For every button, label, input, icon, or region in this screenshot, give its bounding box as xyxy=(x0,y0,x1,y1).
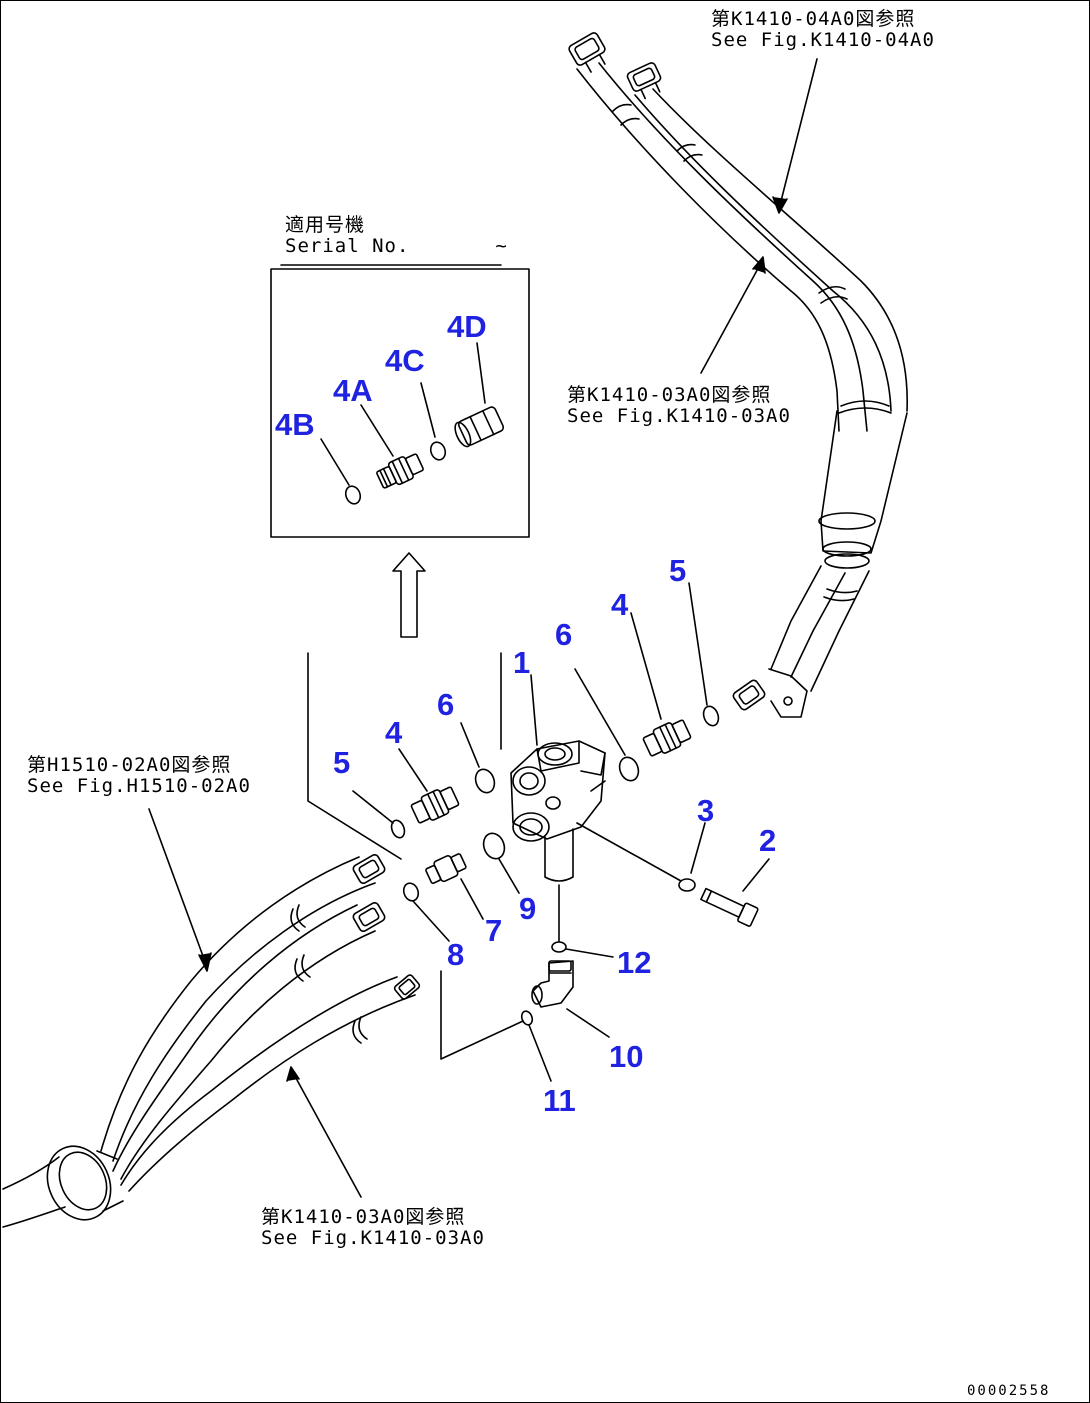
serial-box-en: Serial No. xyxy=(285,235,410,257)
callout-5-left: 5 xyxy=(333,745,351,780)
ref-h1510-02a0-en: See Fig.H1510-02A0 xyxy=(27,775,251,797)
callout-4a: 4A xyxy=(333,373,373,408)
serial-inset xyxy=(270,264,530,538)
ref-k1410-03a0-upper: 第K1410-03A0図参照 See Fig.K1410-03A0 xyxy=(567,385,791,427)
ref-k1410-04a0: 第K1410-04A0図参照 See Fig.K1410-04A0 xyxy=(711,9,935,51)
ref-k1410-03a0-lower-jp: 第K1410-03A0図参照 xyxy=(261,1206,466,1228)
callout-5-right: 5 xyxy=(669,553,687,588)
valve-block xyxy=(510,740,614,958)
callout-12: 12 xyxy=(617,945,652,980)
upper-hose-assembly xyxy=(568,32,908,718)
serial-box-jp: 適用号機 xyxy=(285,214,366,236)
ref-k1410-03a0-lower: 第K1410-03A0図参照 See Fig.K1410-03A0 xyxy=(261,1207,485,1249)
ref-h1510-02a0-jp: 第H1510-02A0図参照 xyxy=(27,754,232,776)
detail-arrow xyxy=(392,552,426,638)
callout-6-right: 6 xyxy=(555,617,573,652)
callout-6-left: 6 xyxy=(437,687,455,722)
serial-box-en-row: Serial No. ~ xyxy=(285,236,508,257)
callout-1: 1 xyxy=(513,645,531,680)
ref-k1410-03a0-upper-jp: 第K1410-03A0図参照 xyxy=(567,384,772,406)
callout-9: 9 xyxy=(519,891,537,926)
callout-4b: 4B xyxy=(275,407,315,442)
bolt-assembly xyxy=(576,822,770,927)
callout-2: 2 xyxy=(759,823,777,858)
reference-leaders-lower xyxy=(148,808,362,1198)
callout-7: 7 xyxy=(485,913,503,948)
right-fittings xyxy=(530,582,720,782)
detail-bracket xyxy=(307,652,502,860)
elbow-assembly xyxy=(440,960,610,1082)
ref-k1410-03a0-lower-en: See Fig.K1410-03A0 xyxy=(261,1227,485,1249)
callout-3: 3 xyxy=(697,793,715,828)
lower-hose-assembly xyxy=(2,854,421,1228)
ref-h1510-02a0: 第H1510-02A0図参照 See Fig.H1510-02A0 xyxy=(27,755,251,797)
ref-k1410-04a0-en: See Fig.K1410-04A0 xyxy=(711,29,935,51)
callout-4d: 4D xyxy=(447,309,487,344)
serial-box-title: 適用号機 Serial No. ~ xyxy=(285,215,508,257)
callout-4-right: 4 xyxy=(611,587,629,622)
reference-leaders-upper xyxy=(700,58,818,374)
callout-11: 11 xyxy=(543,1083,576,1118)
callout-4c: 4C xyxy=(385,343,425,378)
callout-4-left: 4 xyxy=(385,715,403,750)
drawing-number: 00002558 xyxy=(967,1383,1051,1399)
left-fittings xyxy=(352,722,520,942)
callout-8: 8 xyxy=(447,937,465,972)
ref-k1410-03a0-upper-en: See Fig.K1410-03A0 xyxy=(567,405,791,427)
callout-10: 10 xyxy=(609,1039,644,1074)
serial-box-suffix: ~ xyxy=(495,235,508,257)
ref-k1410-04a0-jp: 第K1410-04A0図参照 xyxy=(711,8,916,30)
